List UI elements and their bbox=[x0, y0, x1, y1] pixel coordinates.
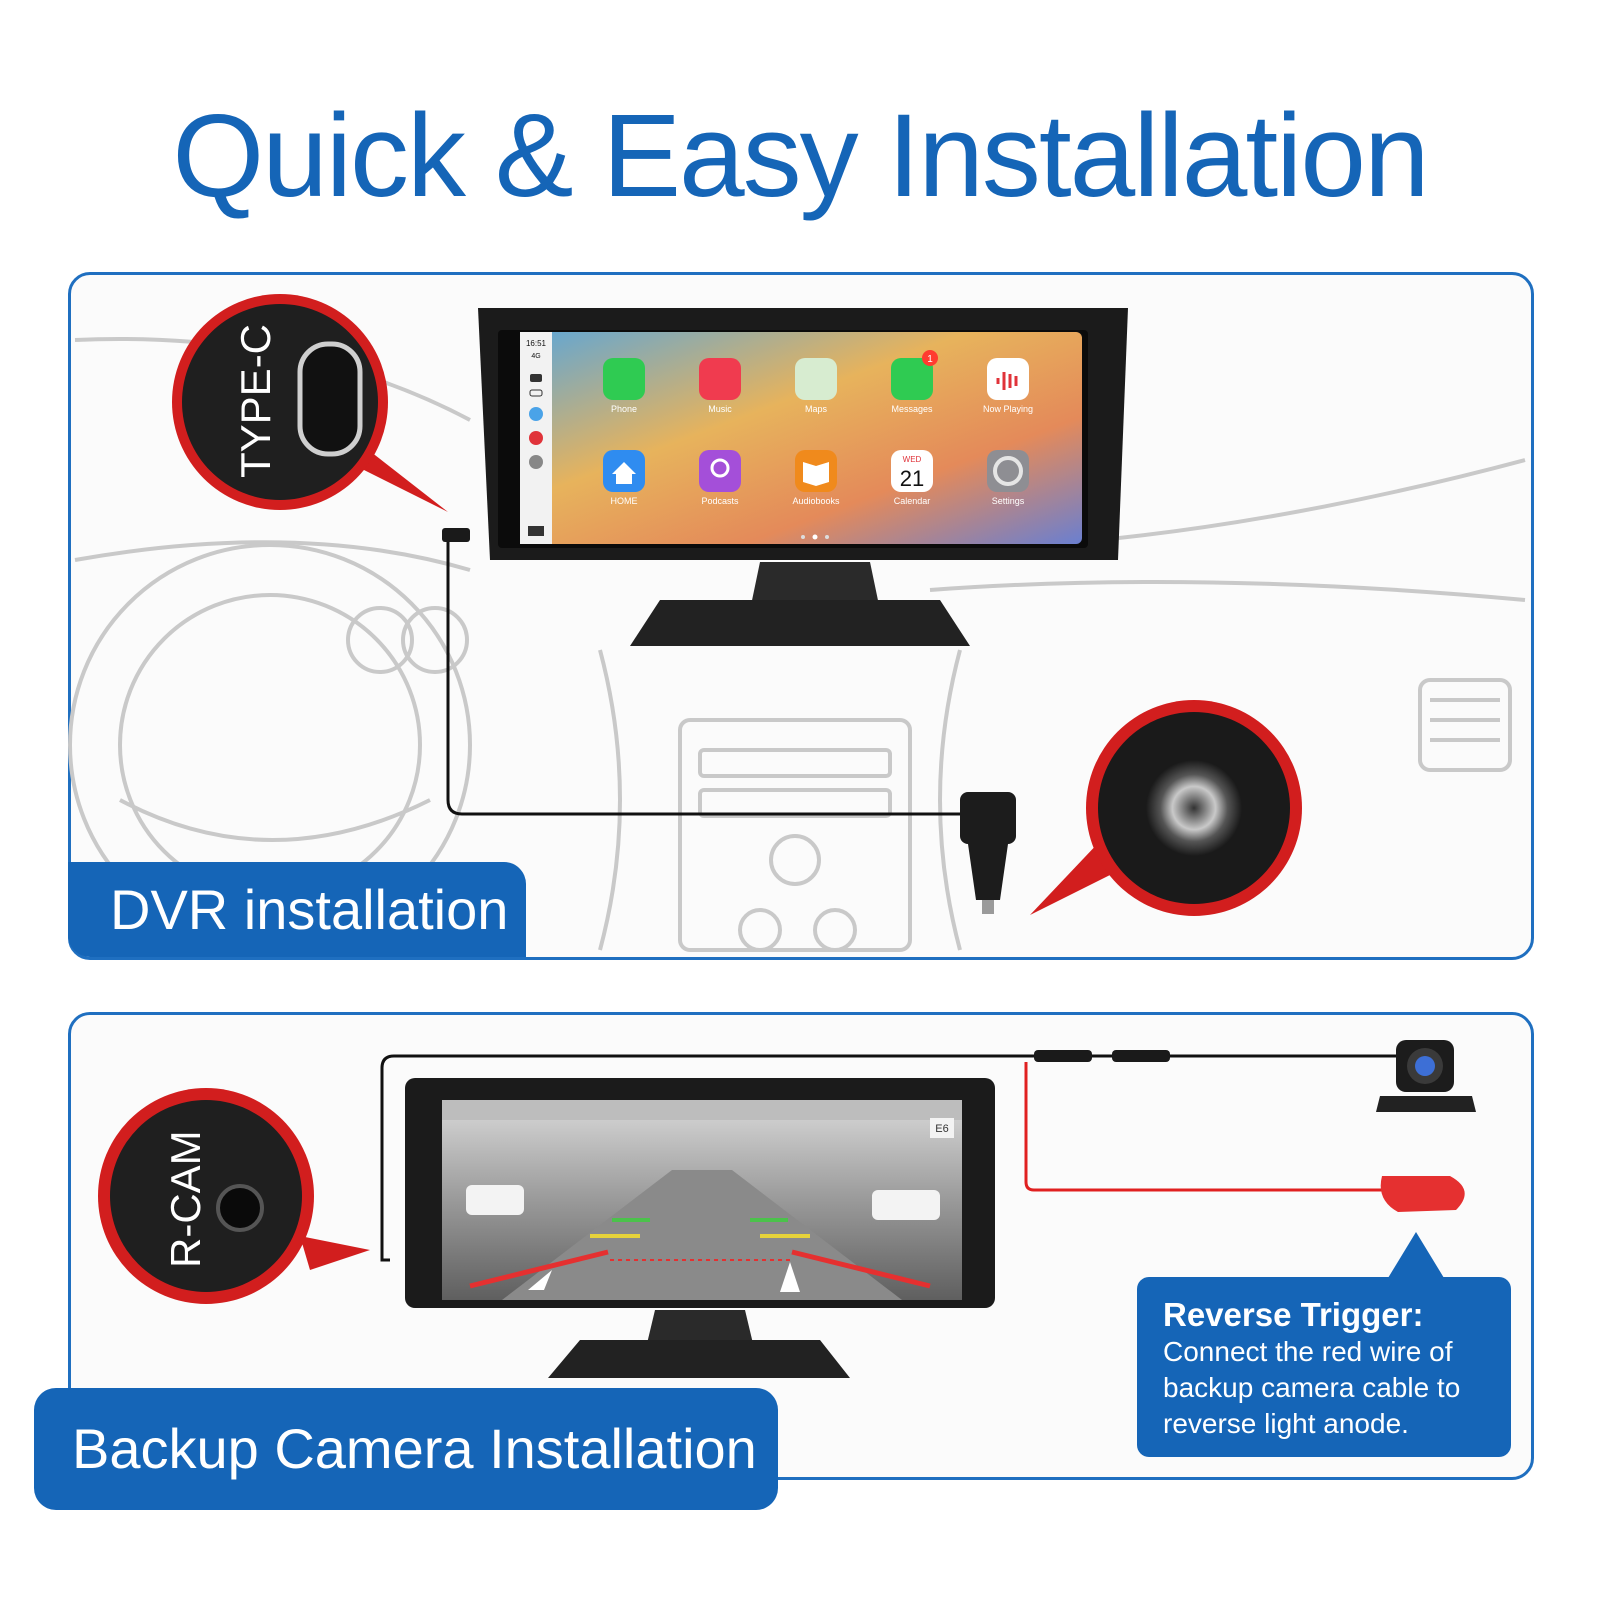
guide-line-red bbox=[469, 1249, 931, 1289]
app-label-calendar: Calendar bbox=[894, 496, 931, 506]
carplay-screen bbox=[520, 332, 1082, 544]
cable-connector bbox=[1112, 1050, 1170, 1062]
maps-mini-icon bbox=[529, 407, 543, 421]
maps-icon bbox=[795, 358, 837, 400]
type-c-cable bbox=[446, 536, 970, 816]
arrow-up-marking bbox=[780, 1262, 800, 1292]
backup-monitor: E6 bbox=[405, 1078, 995, 1378]
page-dot bbox=[801, 535, 805, 539]
reverse-trigger-line: reverse light anode. bbox=[1163, 1408, 1409, 1439]
type-c-port-icon bbox=[297, 341, 363, 457]
cigarette-socket-icon bbox=[1146, 760, 1242, 856]
backup-camera-icon bbox=[1376, 1040, 1476, 1112]
car-interior-sketch bbox=[68, 337, 1526, 952]
app-label-messages: Messages bbox=[891, 404, 933, 414]
reverse-trigger-title: Reverse Trigger: bbox=[1163, 1296, 1424, 1333]
phone-icon bbox=[603, 358, 645, 400]
svg-text:WED: WED bbox=[903, 455, 922, 464]
parking-sign: E6 bbox=[935, 1123, 948, 1135]
messages-icon bbox=[891, 358, 933, 400]
svg-text:21: 21 bbox=[900, 466, 924, 491]
status-time: 16:51 bbox=[526, 339, 547, 348]
dvr-installation-label: DVR installation bbox=[68, 862, 526, 957]
app-row-1: 1 Phone Music Maps Messages Now Playing bbox=[603, 350, 1033, 414]
monitor-stand-base bbox=[630, 600, 970, 646]
parked-car-right bbox=[872, 1190, 940, 1220]
app-label-home: HOME bbox=[611, 496, 638, 506]
app-label-settings: Settings bbox=[992, 496, 1025, 506]
app-label-podcasts: Podcasts bbox=[701, 496, 739, 506]
battery-icon bbox=[529, 389, 543, 397]
garage-floor bbox=[502, 1170, 902, 1300]
messages-badge bbox=[922, 350, 938, 366]
dashboard-icon bbox=[528, 526, 544, 536]
app-label-music: Music bbox=[708, 404, 732, 414]
parked-car-left bbox=[466, 1185, 524, 1215]
type-c-callout: TYPE-C bbox=[172, 294, 448, 512]
car-charger-plug bbox=[960, 792, 1016, 914]
podcasts-icon bbox=[699, 450, 741, 492]
monitor-stand-base bbox=[548, 1340, 850, 1378]
app-label-audiobooks: Audiobooks bbox=[792, 496, 840, 506]
calendar-icon bbox=[891, 450, 933, 492]
app-label-phone: Phone bbox=[611, 404, 637, 414]
reverse-light-icon bbox=[1380, 1176, 1465, 1212]
reverse-trigger-pointer bbox=[1388, 1232, 1444, 1278]
status-signal: 4G bbox=[531, 353, 540, 360]
music-mini-icon bbox=[529, 431, 543, 445]
r-cam-port-icon bbox=[216, 1184, 264, 1232]
reverse-trigger-line: backup camera cable to bbox=[1163, 1372, 1461, 1403]
type-c-port-label: TYPE-C bbox=[232, 324, 279, 478]
app-label-now-playing: Now Playing bbox=[983, 404, 1033, 414]
page-dot-active bbox=[812, 534, 818, 540]
app-row-2: WED 21 HOME Podcasts Audiobooks Calendar… bbox=[603, 450, 1029, 506]
page-dot bbox=[825, 535, 829, 539]
camera-cable bbox=[380, 1054, 1400, 1262]
car-icon bbox=[530, 374, 542, 382]
type-c-plug bbox=[442, 528, 470, 542]
backup-camera-installation-label: Backup Camera Installation bbox=[34, 1388, 778, 1510]
red-trigger-wire bbox=[1024, 1062, 1384, 1192]
now-playing-icon bbox=[987, 358, 1029, 400]
app-label-maps: Maps bbox=[805, 404, 828, 414]
cigarette-socket-callout bbox=[1030, 700, 1302, 916]
arrow-left-marking bbox=[528, 1270, 552, 1290]
r-cam-port-label: R-CAM bbox=[162, 1130, 209, 1268]
music-icon bbox=[699, 358, 741, 400]
r-cam-callout: R-CAM bbox=[98, 1088, 370, 1304]
monitor-stand-neck bbox=[750, 562, 880, 610]
reverse-trigger-box: Reverse Trigger: Connect the red wire of… bbox=[1137, 1277, 1511, 1457]
cable-connector bbox=[1034, 1050, 1092, 1062]
settings-mini-icon bbox=[529, 455, 543, 469]
dvr-monitor: 16:51 4G 1 Phone Music Maps Messages Now… bbox=[478, 308, 1128, 646]
svg-text:1: 1 bbox=[927, 354, 933, 365]
page-title: Quick & Easy Installation bbox=[172, 90, 1429, 222]
reverse-trigger-line: Connect the red wire of bbox=[1163, 1336, 1453, 1367]
